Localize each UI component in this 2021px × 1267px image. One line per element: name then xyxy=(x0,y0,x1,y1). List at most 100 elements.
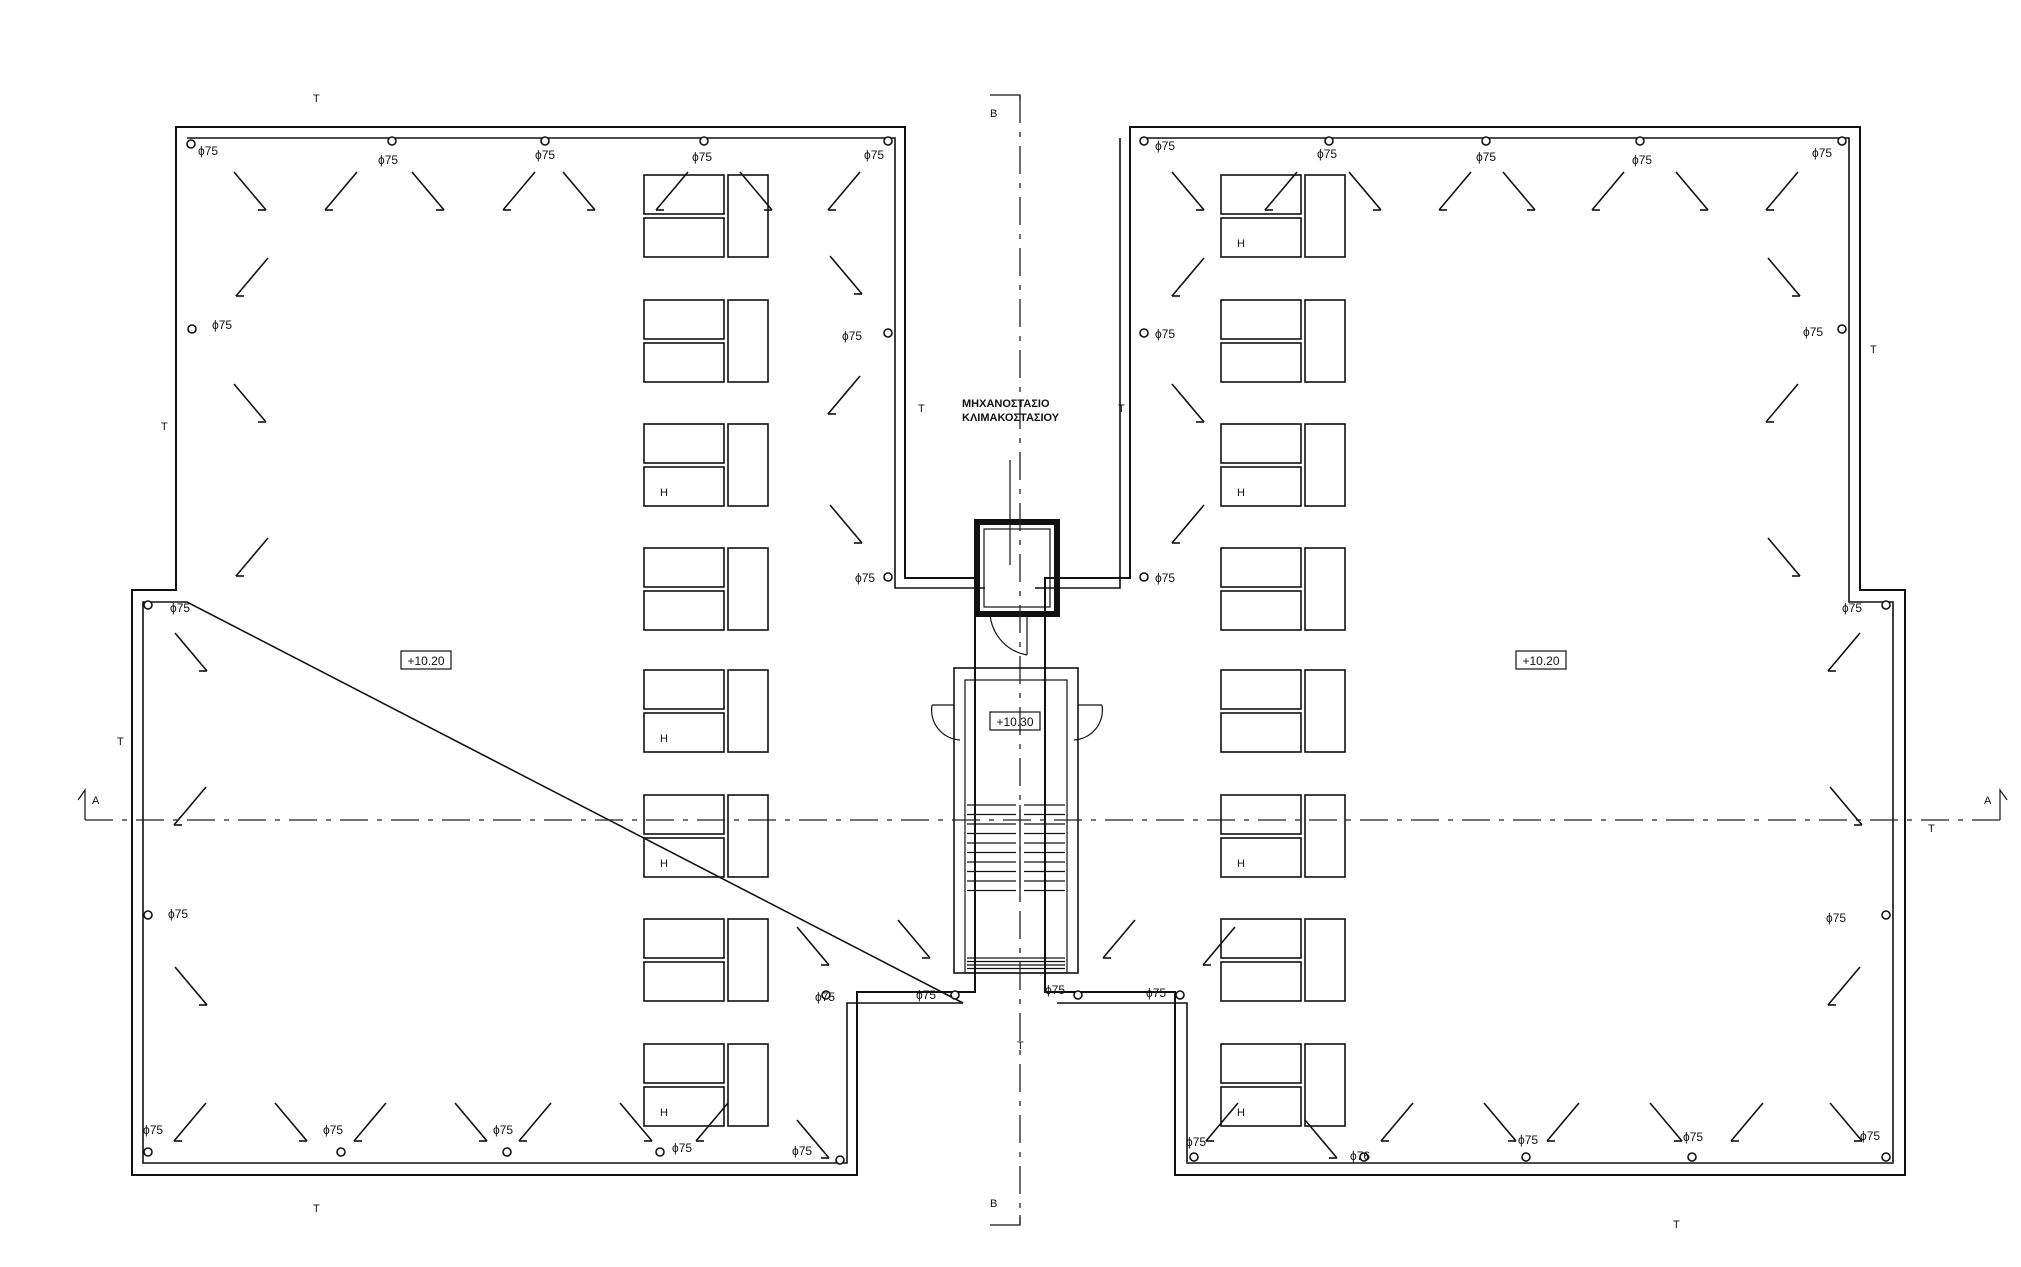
drain-label: ϕ75 xyxy=(672,1141,692,1155)
edge-mark-t: T xyxy=(1017,1040,1024,1052)
slope-arrow xyxy=(353,1102,387,1142)
slope-arrow xyxy=(796,926,830,966)
section-mark-b-top: B xyxy=(990,108,997,120)
edge-mark-t: T xyxy=(313,93,320,105)
slope-arrow xyxy=(827,171,861,211)
drain: ϕ75 xyxy=(1317,136,1337,161)
slope-arrow xyxy=(1767,537,1801,577)
slope-arrow xyxy=(1102,919,1136,959)
drain-label: ϕ75 xyxy=(842,329,862,343)
section-mark-b-bottom: B xyxy=(990,1198,997,1210)
edge-mark-t: T xyxy=(1118,403,1125,415)
drain-label: ϕ75 xyxy=(1518,1133,1538,1147)
edge-mark-t: T xyxy=(918,403,925,415)
drain-label: ϕ75 xyxy=(212,318,232,332)
equipment-mark-h: H xyxy=(660,733,668,745)
slope-arrow xyxy=(233,171,267,211)
slope-arrow xyxy=(796,1119,830,1159)
drain-label: ϕ75 xyxy=(1632,153,1652,167)
drain: ϕ75 xyxy=(1632,136,1652,167)
drain: ϕ75 xyxy=(1146,986,1185,1000)
drain-label: ϕ75 xyxy=(1812,146,1832,160)
equipment-unit-right-5 xyxy=(1220,669,1346,753)
drain-label: ϕ75 xyxy=(916,988,936,1002)
edge-mark-t: T xyxy=(117,736,124,748)
slope-arrow xyxy=(454,1102,488,1142)
drain: ϕ75 xyxy=(1139,327,1175,341)
edge-mark-t: T xyxy=(313,1203,320,1215)
slope-arrow xyxy=(1264,171,1298,211)
equipment-unit-left-6: H xyxy=(643,794,769,878)
drain: ϕ75 xyxy=(864,136,893,162)
slope-arrow xyxy=(1829,786,1863,826)
slope-arrow xyxy=(1675,171,1709,211)
slope-arrow xyxy=(233,383,267,423)
equipment-unit-left-3: H xyxy=(643,423,769,507)
equipment-mark-h: H xyxy=(660,858,668,870)
drain-label: ϕ75 xyxy=(692,150,712,164)
drain: ϕ75 xyxy=(1476,136,1496,164)
slope-arrow xyxy=(235,537,269,577)
drain: ϕ75 xyxy=(1803,324,1847,339)
slope-arrow xyxy=(1767,257,1801,297)
level-tag-stair: +10.30 xyxy=(989,711,1041,731)
drain-label: ϕ75 xyxy=(378,153,398,167)
equipment-mark-h: H xyxy=(1237,1107,1245,1119)
slope-arrow xyxy=(1380,1102,1414,1142)
drain: ϕ75 xyxy=(692,136,712,164)
drain: ϕ75 xyxy=(855,571,893,585)
slope-arrow xyxy=(518,1102,552,1142)
drain: ϕ75 xyxy=(842,328,893,343)
equipment-unit-right-7 xyxy=(1220,918,1346,1002)
drain: ϕ75 xyxy=(378,136,398,167)
drain-label: ϕ75 xyxy=(493,1123,513,1137)
drain-label: ϕ75 xyxy=(792,1144,812,1158)
slope-arrow xyxy=(324,171,358,211)
slope-arrow xyxy=(695,1102,729,1142)
drain: ϕ75 xyxy=(916,988,960,1002)
drain: ϕ75 xyxy=(1518,1133,1538,1162)
drain-label: ϕ75 xyxy=(1155,327,1175,341)
slope-arrow xyxy=(1483,1102,1517,1142)
slope-arrow xyxy=(1591,171,1625,211)
machine-room xyxy=(974,460,1060,656)
drain: ϕ75 xyxy=(1842,600,1891,615)
slope-arrow xyxy=(173,786,207,826)
slope-arrow xyxy=(1304,1119,1338,1159)
drain: ϕ75 xyxy=(1683,1130,1703,1162)
slope-arrow xyxy=(1171,383,1205,423)
edge-mark-t: T xyxy=(1928,823,1935,835)
equipment-mark-h: H xyxy=(1237,238,1245,250)
equipment-unit-left-5: H xyxy=(643,669,769,753)
machine-room-label-line2: ΚΛΙΜΑΚΟΣΤΑΣΙΟΥ xyxy=(962,412,1060,424)
drain: ϕ75 xyxy=(1139,136,1175,153)
drain: ϕ75 xyxy=(493,1123,513,1157)
level-stair: +10.30 xyxy=(996,715,1033,729)
level-tag-right: +10.20 xyxy=(1515,650,1567,670)
drain-label: ϕ75 xyxy=(1683,1130,1703,1144)
building-outline-left xyxy=(131,126,985,1176)
slope-arrow xyxy=(1765,383,1799,423)
equipment-unit-right-2 xyxy=(1220,299,1346,383)
roof-slope-arrows xyxy=(173,171,1863,1159)
drain-label: ϕ75 xyxy=(535,148,555,162)
drain-label: ϕ75 xyxy=(1155,571,1175,585)
roof-drains: ϕ75 ϕ75 ϕ75 ϕ75 ϕ75 ϕ75 ϕ75 ϕ75 ϕ75 ϕ75 ϕ75 ϕ75 ϕ75 ϕ… xyxy=(143,136,1891,1165)
building-outline-right xyxy=(1035,126,1906,1176)
drain: ϕ75 xyxy=(186,139,218,158)
slope-arrow xyxy=(1171,504,1205,544)
machine-room-label-line1: ΜΗΧΑΝΟΣΤΑΣΙΟ xyxy=(962,398,1050,410)
drain-label: ϕ75 xyxy=(1803,325,1823,339)
slope-arrow xyxy=(562,171,596,211)
slope-arrow xyxy=(619,1102,653,1142)
slope-arrow xyxy=(1348,171,1382,211)
slope-arrow xyxy=(1205,1102,1239,1142)
edge-mark-t: T xyxy=(1673,1219,1680,1231)
section-axis-b xyxy=(990,94,1021,1226)
slope-arrow xyxy=(1829,1102,1863,1142)
drain: ϕ75 xyxy=(187,318,232,334)
level-right: +10.20 xyxy=(1522,654,1559,668)
drain: ϕ75 xyxy=(143,1123,163,1157)
drain-label: ϕ75 xyxy=(1842,601,1862,615)
